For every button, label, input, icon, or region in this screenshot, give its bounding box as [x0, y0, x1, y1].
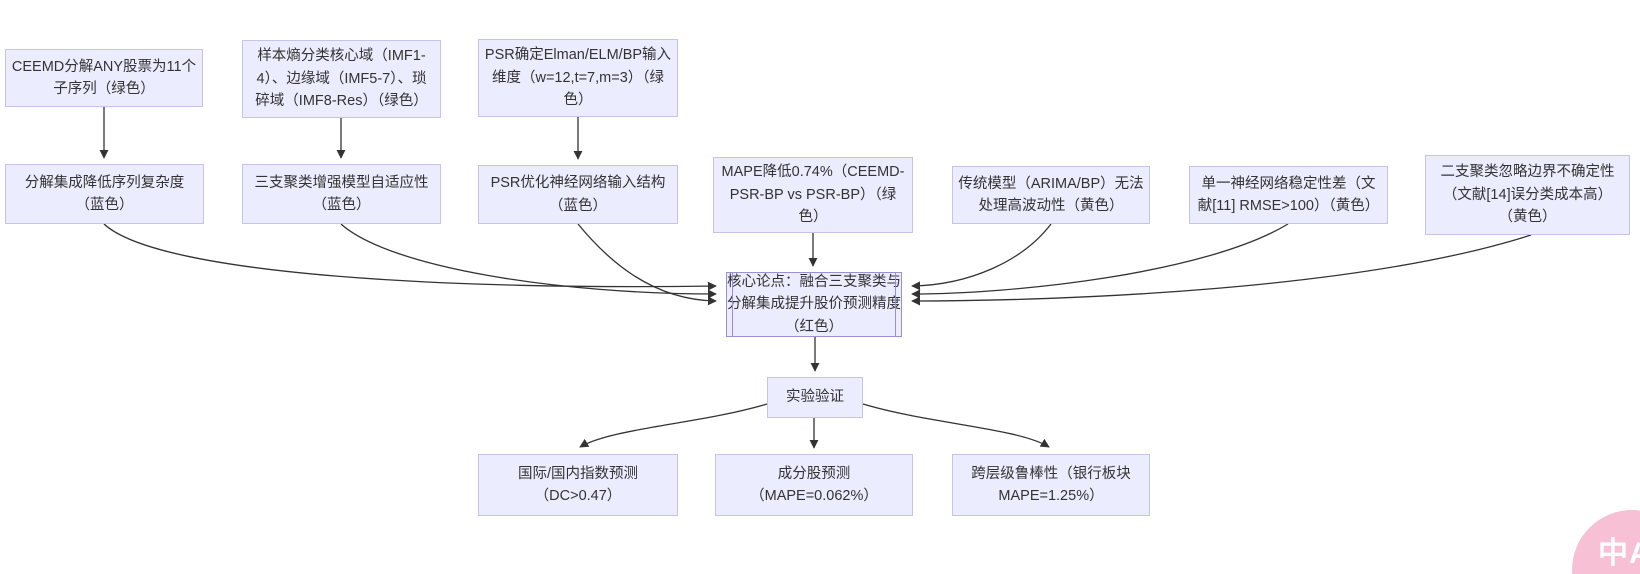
- node-constituent-stock-prediction: 成分股预测 （MAPE=0.062%）: [715, 454, 913, 516]
- node-experimental-validation: 实验验证: [767, 377, 863, 418]
- node-ceemd-decomposition: CEEMD分解ANY股票为11个 子序列（绿色）: [5, 49, 203, 107]
- node-label: PSR优化神经网络输入结构 （蓝色）: [490, 175, 666, 214]
- node-label: PSR确定Elman/ELM/BP输入 维度（w=12,t=7,m=3）（绿 色…: [484, 47, 672, 109]
- node-label: 国际/国内指数预测 （DC>0.47）: [517, 465, 639, 504]
- node-decomposition-reduces-complexity: 分解集成降低序列复杂度 （蓝色）: [5, 164, 204, 224]
- translate-button[interactable]: 中A: [1572, 510, 1640, 574]
- node-index-prediction: 国际/国内指数预测 （DC>0.47）: [478, 454, 678, 516]
- node-label: 三支聚类增强模型自适应性 （蓝色）: [254, 174, 429, 213]
- node-core-thesis: 核心论点：融合三支聚类与 分解集成提升股价预测精度 （红色）: [726, 272, 902, 337]
- node-label: 分解集成降低序列复杂度 （蓝色）: [24, 174, 185, 213]
- node-label: 跨层级鲁棒性（银行板块 MAPE=1.25%）: [971, 465, 1131, 504]
- node-cross-level-robustness: 跨层级鲁棒性（银行板块 MAPE=1.25%）: [952, 454, 1150, 516]
- node-label: 核心论点：融合三支聚类与 分解集成提升股价预测精度 （红色）: [727, 273, 901, 335]
- node-label: 单一神经网络稳定性差（文 献[11] RMSE>100）（黄色）: [1197, 175, 1380, 214]
- node-label: 样本熵分类核心域（IMF1- 4）、边缘域（IMF5-7）、琐 碎域（IMF8-…: [255, 48, 428, 110]
- node-traditional-model-limitation: 传统模型（ARIMA/BP）无法 处理高波动性（黄色）: [952, 166, 1150, 224]
- node-psr-input-dimension: PSR确定Elman/ELM/BP输入 维度（w=12,t=7,m=3）（绿 色…: [478, 39, 678, 117]
- node-label: 成分股预测 （MAPE=0.062%）: [750, 465, 878, 504]
- node-label: 二支聚类忽略边界不确定性 （文献[14]误分类成本高） （黄色）: [1440, 164, 1615, 226]
- node-mape-reduction: MAPE降低0.74%（CEEMD- PSR-BP vs PSR-BP）（绿 色…: [713, 157, 913, 233]
- node-psr-optimizes-input-structure: PSR优化神经网络输入结构 （蓝色）: [478, 165, 678, 224]
- translate-button-label: 中A: [1598, 537, 1640, 570]
- node-three-way-clustering-adaptivity: 三支聚类增强模型自适应性 （蓝色）: [242, 164, 441, 224]
- node-single-nn-instability: 单一神经网络稳定性差（文 献[11] RMSE>100）（黄色）: [1189, 166, 1388, 224]
- node-label: 实验验证: [786, 389, 844, 406]
- node-label: 传统模型（ARIMA/BP）无法 处理高波动性（黄色）: [958, 175, 1144, 214]
- node-sample-entropy-classification: 样本熵分类核心域（IMF1- 4）、边缘域（IMF5-7）、琐 碎域（IMF8-…: [242, 40, 441, 118]
- node-label: CEEMD分解ANY股票为11个 子序列（绿色）: [11, 58, 197, 97]
- node-label: MAPE降低0.74%（CEEMD- PSR-BP vs PSR-BP）（绿 色…: [721, 164, 905, 226]
- node-two-way-clustering-limitation: 二支聚类忽略边界不确定性 （文献[14]误分类成本高） （黄色）: [1425, 155, 1630, 235]
